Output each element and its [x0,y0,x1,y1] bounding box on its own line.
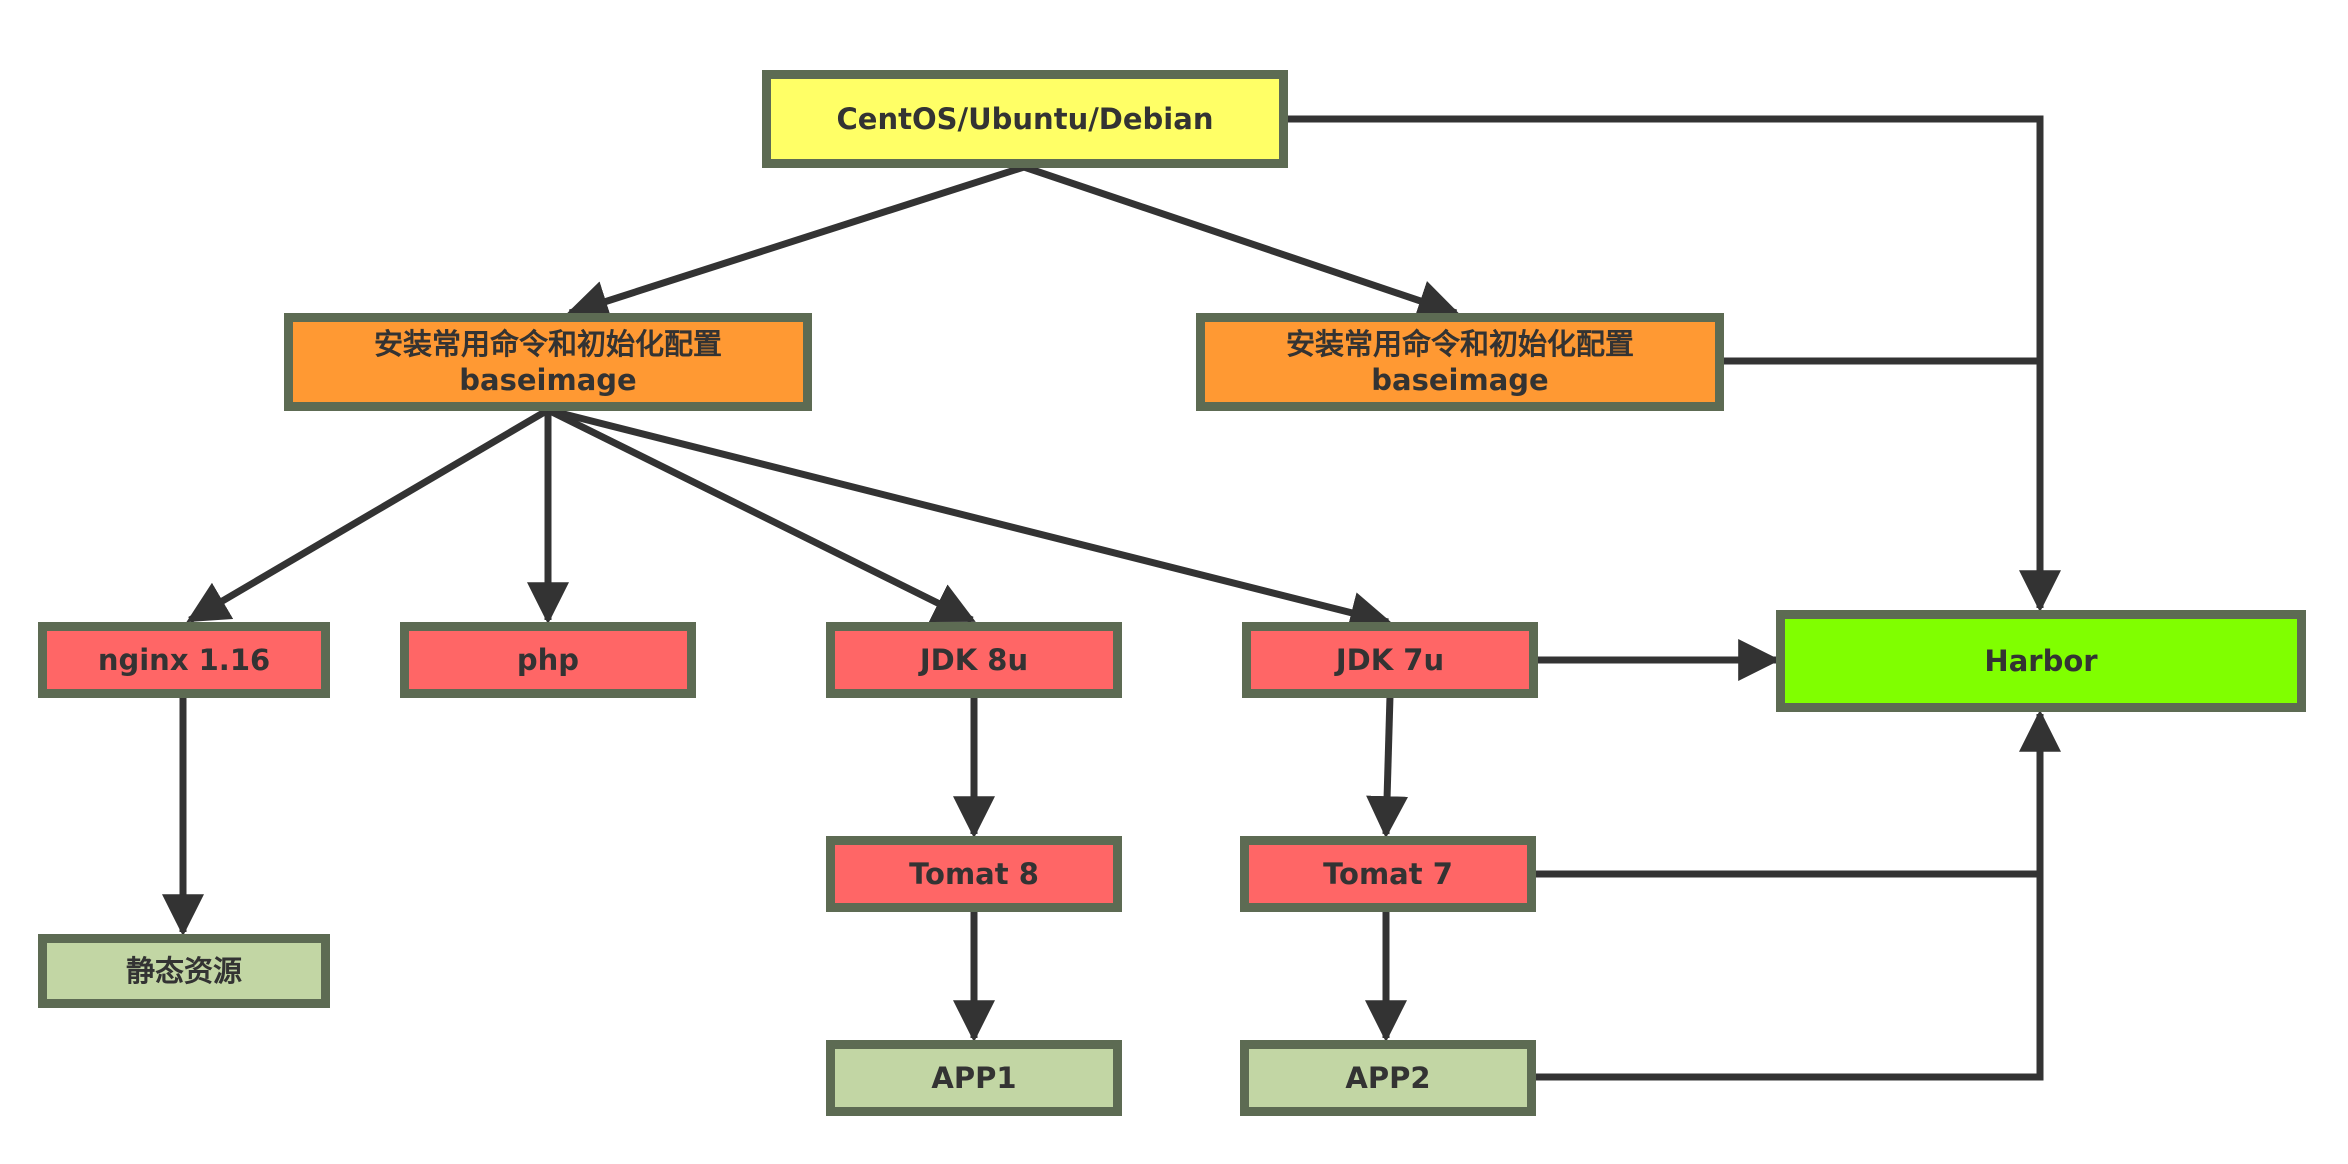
node-tomcat7-label: Tomat 7 [1323,856,1453,891]
node-nginx-label: nginx 1.16 [97,642,271,677]
node-jdk8: JDK 8u [826,622,1122,698]
edge-os-to-harbor [1284,115,2061,613]
node-baseimage-right-line2: baseimage [1371,363,1549,397]
edge-app2-to-harbor [1532,709,2061,1081]
node-harbor: Harbor [1776,610,2306,712]
node-harbor-label: Harbor [1984,643,2098,678]
node-static-resources-label: 静态资源 [125,953,242,988]
node-app1-label: APP1 [931,1060,1017,1095]
node-app1: APP1 [826,1040,1122,1116]
node-app2: APP2 [1240,1040,1536,1116]
node-static-resources: 静态资源 [38,934,330,1008]
node-jdk7: JDK 7u [1242,622,1538,698]
node-jdk8-label: JDK 8u [919,642,1029,677]
node-os: CentOS/Ubuntu/Debian [762,70,1288,168]
node-php: php [400,622,696,698]
edge-os-to-base-left [566,163,1026,322]
edge-base-to-nginx [186,406,550,624]
edge-jdk7-to-tomcat7 [1366,695,1409,839]
node-os-label: CentOS/Ubuntu/Debian [836,101,1214,136]
node-nginx: nginx 1.16 [38,622,330,698]
edge-os-to-base-right [1022,163,1460,321]
node-baseimage-left: 安装常用命令和初始化配置 baseimage [284,313,812,411]
node-tomcat8-label: Tomat 8 [909,856,1039,891]
node-baseimage-left-line2: baseimage [459,363,637,397]
node-app2-label: APP2 [1345,1060,1431,1095]
edge-base-to-jdk7 [547,406,1393,634]
node-baseimage-left-line1: 安装常用命令和初始化配置 [373,326,722,361]
node-baseimage-right-line1: 安装常用命令和初始化配置 [1285,326,1634,361]
node-tomcat7: Tomat 7 [1240,836,1536,912]
edge-base-to-jdk8 [546,406,976,624]
node-jdk7-label: JDK 7u [1335,642,1445,677]
node-tomcat8: Tomat 8 [826,836,1122,912]
node-baseimage-right: 安装常用命令和初始化配置 baseimage [1196,313,1724,411]
node-php-label: php [516,642,580,677]
